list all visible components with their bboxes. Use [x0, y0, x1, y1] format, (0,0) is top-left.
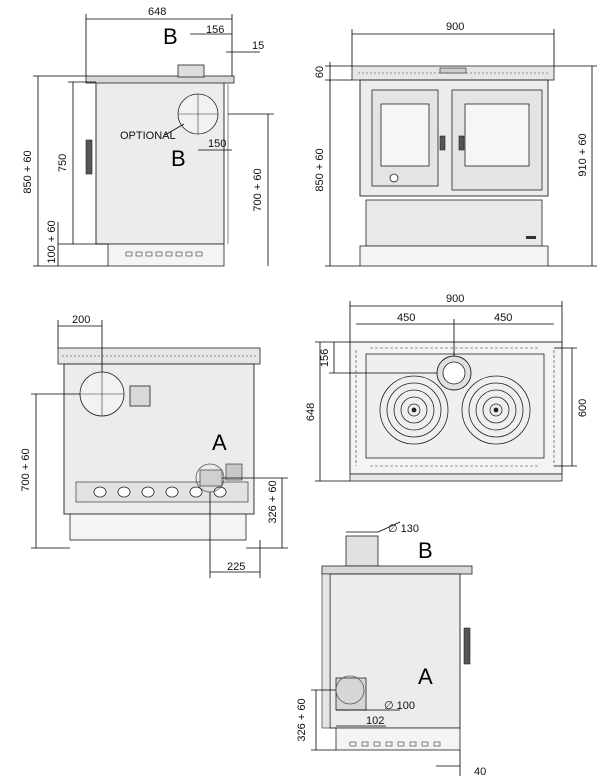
side-dim-rear-offset: 150	[208, 138, 226, 150]
front-plinth	[359, 245, 549, 267]
side-view: 648 156 15 150 OPTIONAL B B 850 + 60 750…	[22, 6, 274, 267]
rear-view: 200 225 700 + 60 326 + 60 A	[20, 314, 288, 578]
rear-plinth	[69, 513, 247, 541]
side-dim-body-height: 750	[57, 154, 69, 172]
bottom-plinth	[335, 727, 461, 751]
front-drawer	[365, 199, 543, 247]
bottom-dim-inlet-height: 326 + 60	[296, 698, 308, 741]
bottom-dim-foot: 40	[474, 766, 486, 778]
rear-dim-offset-bottom: 225	[227, 561, 245, 573]
bottom-dim-inlet-diameter: ∅ 100	[384, 700, 415, 712]
bottom-air-inlet	[335, 677, 367, 711]
rear-marker: A	[212, 430, 227, 455]
bottom-marker-top: B	[418, 538, 433, 563]
rear-dim-connection-height: 326 + 60	[267, 480, 279, 523]
side-dim-total-height: 850 + 60	[22, 150, 34, 193]
top-dim-width: 900	[446, 293, 464, 305]
rear-dim-outlet-height: 700 + 60	[20, 448, 32, 491]
top-left-burner	[379, 375, 449, 445]
front-view: 900 60 850 + 60 910 + 60	[314, 21, 597, 267]
side-dim-lines	[33, 14, 274, 267]
side-flue-collar	[177, 64, 205, 78]
rear-dim-offset-left: 200	[72, 314, 90, 326]
side-dim-plinth: 100 + 60	[46, 220, 58, 263]
side-dim-flue-gap: 15	[252, 40, 264, 52]
rear-dim-lines	[31, 320, 288, 578]
rear-vents	[93, 486, 227, 498]
front-dim-right-height: 910 + 60	[577, 133, 589, 176]
side-marker-top: B	[163, 24, 178, 49]
top-dim-half-left: 450	[397, 312, 415, 324]
side-marker-rear: B	[171, 146, 186, 171]
side-handle	[85, 139, 93, 175]
bottom-body	[329, 573, 461, 729]
side-plinth-vents	[125, 251, 203, 257]
bottom-handle	[463, 627, 471, 665]
front-dim-top-rail: 60	[314, 66, 326, 78]
bottom-dim-flue-diameter: ∅ 130	[388, 523, 419, 535]
top-dim-flue-depth: 156	[319, 349, 331, 367]
bottom-flue-collar	[345, 535, 379, 567]
top-dim-half-right: 450	[494, 312, 512, 324]
side-label-optional: OPTIONAL	[120, 130, 176, 142]
front-dim-lines	[325, 29, 597, 267]
top-view: 900 450 450 156 648 600	[305, 293, 589, 482]
bottom-marker-side: A	[418, 664, 433, 689]
top-dim-inner-depth: 600	[577, 399, 589, 417]
bottom-dim-lines	[311, 521, 461, 776]
top-dim-lines	[315, 301, 577, 482]
top-dim-total-depth: 648	[305, 403, 317, 421]
front-dim-width: 900	[446, 21, 464, 33]
rear-inspection-plate	[129, 385, 151, 407]
bottom-dim-inlet-offset: 102	[366, 715, 384, 727]
side-top-plate	[85, 75, 235, 84]
side-dim-width: 648	[148, 6, 166, 18]
side-dim-rear-outlet-height: 700 + 60	[252, 168, 264, 211]
front-dim-front-height: 850 + 60	[314, 148, 326, 191]
bottom-side-view: ∅ 130 ∅ 100 102 40 326 + 60 B A	[296, 521, 486, 778]
top-right-burner	[461, 375, 531, 445]
side-dim-flue-offset: 156	[206, 24, 224, 36]
